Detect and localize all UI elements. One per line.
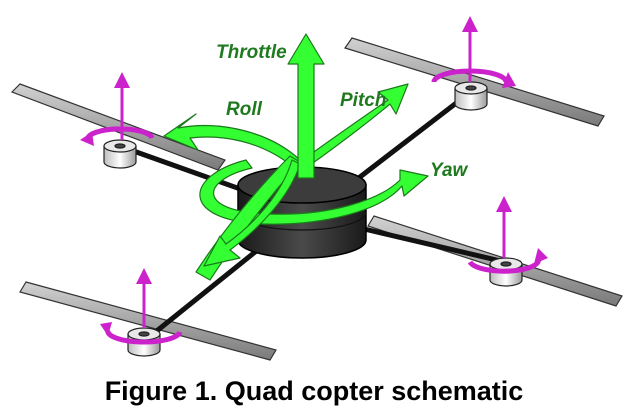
pitch-label: Pitch: [340, 90, 386, 111]
pitch-arrow-lower: [203, 159, 301, 267]
pitch-arrow: [299, 83, 409, 169]
rotor-arrow-back-right: [431, 16, 516, 88]
blade-back-left: [19, 281, 277, 361]
yaw-arrow: [199, 159, 429, 225]
motion-arrows: [163, 33, 429, 281]
motor-back-right: [454, 81, 488, 111]
arm-rear: [145, 237, 273, 341]
quadcopter-diagram: Throttle Roll Pitch Yaw: [10, 16, 623, 361]
arm-front: [357, 225, 508, 265]
yaw-label: Yaw: [430, 160, 469, 181]
throttle-label: Throttle: [216, 42, 287, 63]
motor-front-left: [103, 139, 137, 169]
roll-arrow: [163, 113, 301, 167]
rotor-arrow-back-left: [100, 268, 183, 345]
rotor-arrow-front-left: [80, 72, 155, 146]
rotor-arrows: [80, 16, 548, 345]
rotor-arrow-front-right: [467, 196, 548, 274]
roll-label: Roll: [226, 99, 263, 120]
figure-caption: Figure 1. Quad copter schematic: [104, 376, 524, 406]
motors: [103, 81, 523, 357]
throttle-arrow: [287, 33, 325, 179]
